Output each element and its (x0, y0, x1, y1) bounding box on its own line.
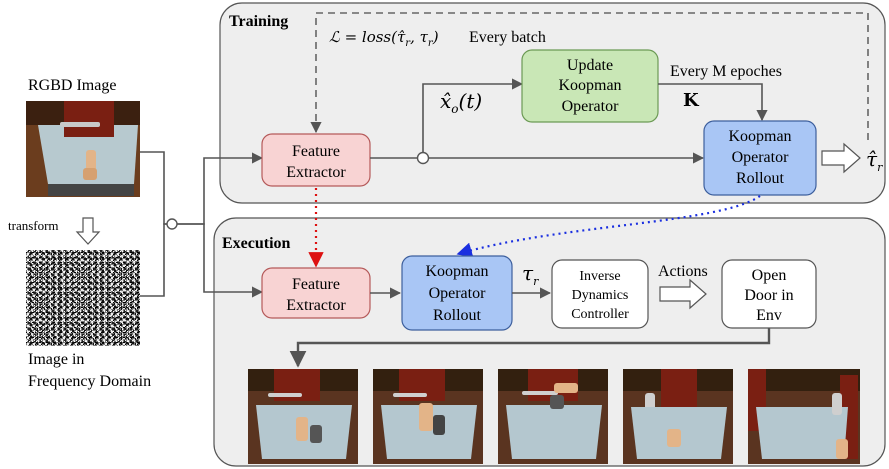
execution-title: Execution (222, 235, 291, 252)
open-door-box: Open Door in Env (721, 259, 817, 329)
frequency-label-line1: Image in (28, 351, 84, 368)
update-line1: Update (567, 57, 613, 74)
actions-arrow-icon (659, 278, 707, 310)
k-symbol: K (683, 90, 700, 111)
frequency-image (26, 250, 140, 346)
loss-formula: ℒ = loss(τ̂r, τr) (329, 28, 439, 49)
transform-arrow-icon (75, 217, 101, 245)
frame-3 (498, 369, 608, 464)
train-feature-line2: Extractor (286, 164, 346, 181)
open-door-line2: Door in (744, 287, 793, 304)
training-title: Training (229, 13, 288, 30)
open-door-line3: Env (756, 307, 782, 324)
train-branch-node (416, 151, 430, 165)
actions-label: Actions (658, 263, 708, 280)
open-door-line1: Open (752, 267, 787, 284)
update-line3: Operator (562, 98, 620, 115)
inverse-line2: Dynamics (572, 288, 629, 303)
update-line2: Koopman (558, 77, 621, 94)
loss-every-batch: Every batch (469, 29, 546, 46)
update-koopman-box: Update Koopman Operator (521, 49, 659, 123)
loss-feedback-dashed (310, 12, 869, 140)
inverse-line3: Controller (571, 307, 629, 322)
train-rollout-line3: Rollout (736, 170, 785, 187)
frame-1 (248, 369, 358, 464)
train-rollout-line2: Operator (732, 149, 790, 166)
transform-label: transform (8, 218, 59, 233)
exec-rollout-line2: Operator (429, 285, 487, 302)
freq-connector (140, 223, 172, 297)
rgbd-image (26, 101, 140, 197)
x-hat-label: x̂o(t) (440, 89, 482, 116)
rgbd-connector (140, 151, 172, 225)
inverse-line1: Inverse (579, 269, 620, 284)
exec-feature-line1: Feature (292, 276, 340, 293)
junction-node (166, 218, 178, 230)
rgbd-image-label: RGBD Image (28, 77, 116, 94)
every-m-epochs-label: Every M epoches (670, 63, 782, 80)
exec-feature-line2: Extractor (286, 297, 346, 314)
execution-frames (248, 369, 860, 464)
train-feature-line1: Feature (292, 143, 340, 160)
frame-2 (373, 369, 483, 464)
frame-4 (623, 369, 733, 464)
train-rollout-line1: Koopman (728, 128, 791, 145)
env-to-frames-arrow (289, 328, 771, 368)
blue-operator-transfer (456, 195, 761, 258)
exec-feature-extractor: Feature Extractor (261, 267, 371, 319)
exec-rollout-line1: Koopman (425, 263, 488, 280)
exec-rollout-line3: Rollout (433, 307, 482, 324)
tau-r-label: τr (522, 261, 539, 288)
exec-rollout-box: Koopman Operator Rollout (401, 255, 513, 331)
frame-5 (748, 369, 860, 464)
to-exec-feature-arrow (177, 223, 264, 298)
train-feature-extractor: Feature Extractor (261, 133, 371, 187)
inverse-dynamics-box: Inverse Dynamics Controller (551, 259, 649, 329)
update-to-rollout-arrow (658, 83, 768, 122)
train-rollout-box: Koopman Operator Rollout (703, 120, 817, 196)
frequency-label-line2: Frequency Domain (28, 373, 151, 390)
tau-hat-label: τ̂r (866, 147, 883, 174)
train-to-update-arrow (422, 78, 524, 152)
rollout-output-arrow-icon (821, 142, 861, 174)
